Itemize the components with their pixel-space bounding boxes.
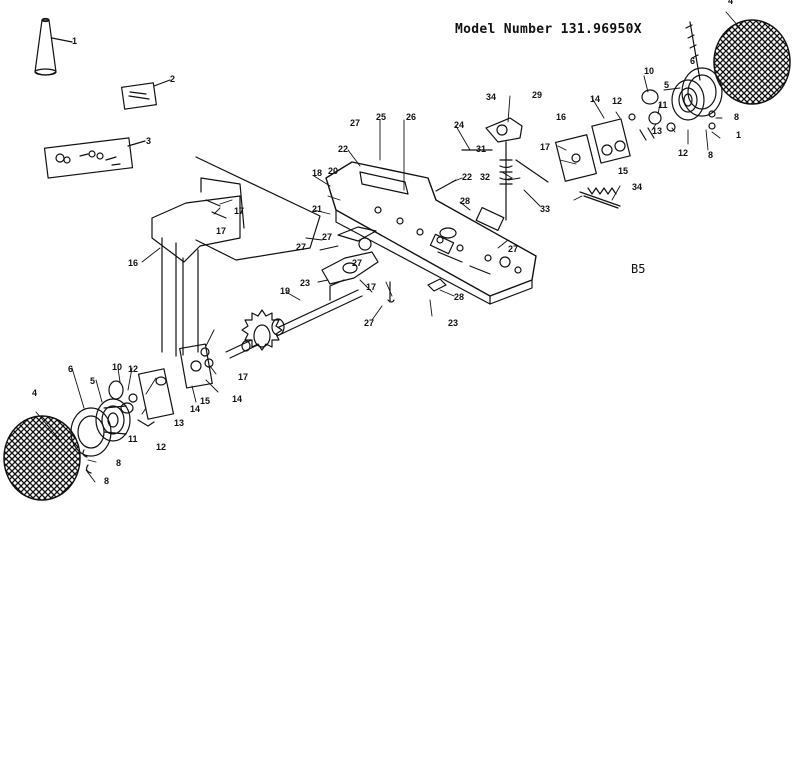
center-linkage-part <box>321 226 447 303</box>
right-wheel-assembly <box>671 19 791 130</box>
callout-axle-nut-left-b: 8 <box>104 476 109 486</box>
cone-part <box>34 17 73 76</box>
callout-rim-right: 6 <box>690 56 695 66</box>
callout-nut-17c: 17 <box>216 226 226 236</box>
callout-plate-left-14a: 14 <box>190 404 200 414</box>
callout-hub-right: 5 <box>664 80 669 90</box>
axle-sprocket-part <box>225 289 363 359</box>
callout-frame-main: 18 <box>312 168 322 178</box>
callout-nut-right-17: 17 <box>540 142 550 152</box>
main-frame-part <box>325 161 537 305</box>
callout-decal: 2 <box>170 74 175 84</box>
callout-leaders <box>35 11 741 483</box>
callout-nut-17a: 17 <box>238 372 248 382</box>
callout-nut-27e: 27 <box>364 318 374 328</box>
callout-bolt-22b: 22 <box>462 172 472 182</box>
callout-washer-right-12b: 12 <box>678 148 688 158</box>
callout-nut-27b: 27 <box>296 242 306 252</box>
callout-plate-left-13: 13 <box>174 418 184 428</box>
callout-cap-29: 29 <box>532 90 542 100</box>
callout-frame-upright: 16 <box>128 258 138 268</box>
callout-plate-right-14: 14 <box>590 94 600 104</box>
callout-nut-27f: 27 <box>352 258 362 268</box>
callout-screw-23a: 23 <box>300 278 310 288</box>
callout-nut-27d: 27 <box>508 244 518 254</box>
callout-nut-27c: 27 <box>322 232 332 242</box>
callout-washer-left-11: 11 <box>128 434 138 444</box>
callout-wheel-right: 4 <box>728 0 733 6</box>
callout-bracket-34a: 34 <box>486 92 496 102</box>
callout-bolt-right-12: 12 <box>612 96 622 106</box>
left-wheel-assembly <box>3 343 214 501</box>
callout-pin-right-1: 1 <box>736 130 741 140</box>
decal-part <box>121 79 171 110</box>
model-number-label: Model Number 131.96950X <box>455 22 642 37</box>
callout-bolt-22a: 22 <box>338 144 348 154</box>
callout-plate-right-13: 13 <box>652 126 662 136</box>
callout-bearing-right: 15 <box>618 166 628 176</box>
callout-washer-right-11: 11 <box>658 100 668 110</box>
callout-plate-left-14b: 14 <box>232 394 242 404</box>
callout-plate-right-16: 16 <box>556 112 566 122</box>
callout-wheel-left: 4 <box>32 388 37 398</box>
callout-axle-19: 19 <box>280 286 290 296</box>
callout-hardware-bag: 3 <box>146 136 151 146</box>
callout-hub-left: 5 <box>90 376 95 386</box>
callout-nut-right-8b: 8 <box>708 150 713 160</box>
callout-spring-32: 32 <box>480 172 490 182</box>
callout-bushing-left: 10 <box>112 362 122 372</box>
callout-screw-23b: 23 <box>448 318 458 328</box>
callout-washer-28b: 28 <box>454 292 464 302</box>
callout-bushing-right: 10 <box>644 66 654 76</box>
callout-rod-33: 33 <box>540 204 550 214</box>
callout-pin-26: 26 <box>406 112 416 122</box>
callout-cone: 1 <box>72 36 77 46</box>
page-code-label: B5 <box>631 262 646 276</box>
callout-rim-left: 6 <box>68 364 73 374</box>
hardware-bag-part <box>43 137 146 179</box>
callout-bearing-left: 15 <box>200 396 210 406</box>
callout-nut-17b: 17 <box>234 206 244 216</box>
right-linkage-part <box>435 89 676 221</box>
callout-axle-nut-left-a: 8 <box>116 458 121 468</box>
callout-spring-34b: 34 <box>632 182 642 192</box>
callout-bolt-24: 24 <box>454 120 464 130</box>
callout-nut-27a: 27 <box>350 118 360 128</box>
callout-bracket-20: 20 <box>328 166 338 176</box>
callout-pulley-31: 31 <box>476 144 486 154</box>
callout-nut-17d: 17 <box>366 282 376 292</box>
callout-nut-right-8a: 8 <box>734 112 739 122</box>
frame-upright-part <box>151 156 321 357</box>
callout-labels: 1234568810111212131414151617171717181920… <box>32 0 741 486</box>
callout-pin-25: 25 <box>376 112 386 122</box>
callout-washer-left-12a: 12 <box>128 364 138 374</box>
callout-washer-28a: 28 <box>460 196 470 206</box>
callout-bolt-left-12: 12 <box>156 442 166 452</box>
callout-screw-21: 21 <box>312 204 322 214</box>
